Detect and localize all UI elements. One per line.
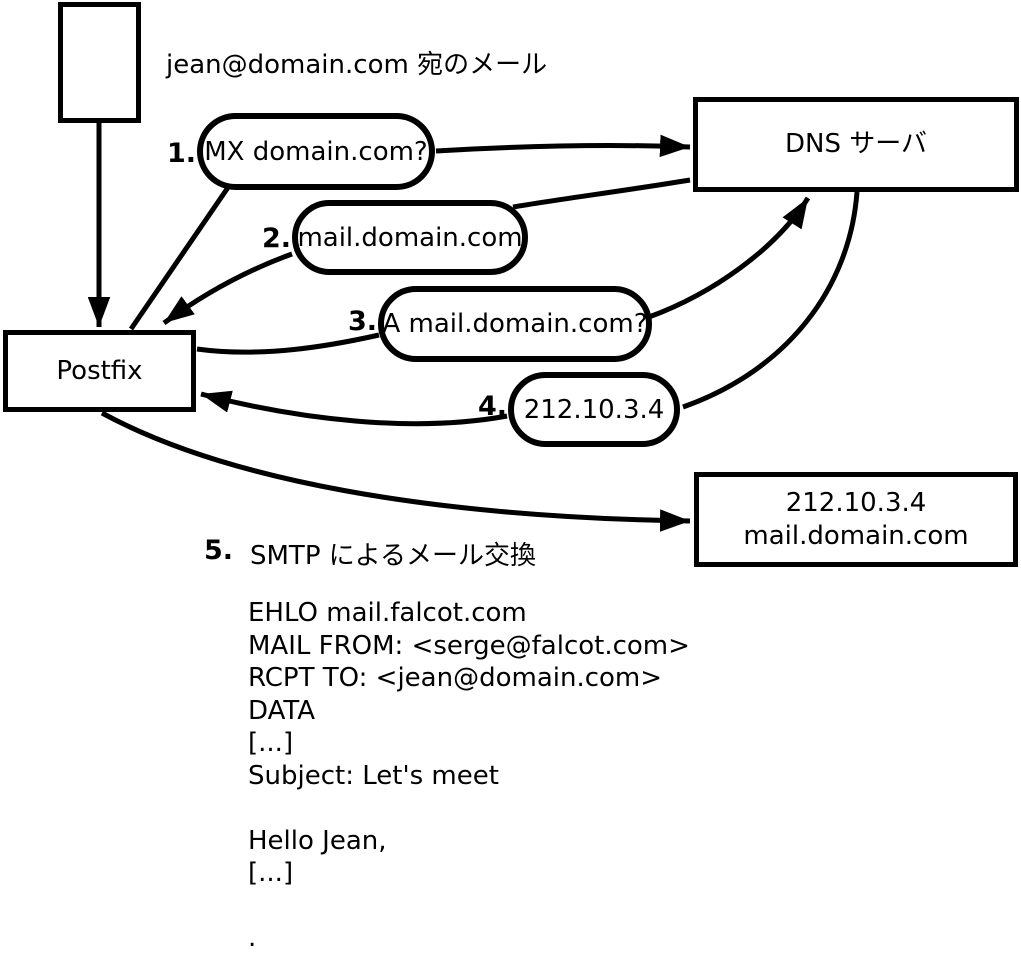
- arrow-bubble2-to-postfix: [162, 251, 293, 326]
- line-dns-to-bubble2: [512, 177, 691, 210]
- diagram-title: jean@domain.com 宛のメール: [166, 50, 548, 80]
- response-bubble-mailhost-label: mail.domain.com: [297, 222, 523, 253]
- step-number-2: 2.: [261, 223, 291, 254]
- mail-server-hostname: mail.domain.com: [743, 520, 969, 551]
- query-bubble-a-record: A mail.domain.com?: [378, 286, 652, 362]
- arrow-postfix-to-mailserver: [100, 410, 691, 532]
- query-bubble-mx: MX domain.com?: [197, 113, 435, 190]
- dns-server-label: DNS サーバ: [785, 129, 927, 159]
- incoming-mail-icon: [58, 2, 141, 123]
- response-bubble-mailhost: mail.domain.com: [292, 200, 528, 275]
- dns-server-box: DNS サーバ: [693, 97, 1019, 192]
- connector-lines: [87, 123, 860, 532]
- arrow-bubble1-to-dns: [435, 134, 691, 158]
- step-number-5: 5.: [203, 535, 233, 566]
- line-dns-to-bubble4: [682, 191, 860, 410]
- query-bubble-a-record-label: A mail.domain.com?: [382, 309, 648, 339]
- postfix-box: Postfix: [3, 330, 196, 412]
- step-number-1: 1.: [166, 138, 196, 169]
- response-bubble-ip: 212.10.3.4: [508, 372, 680, 447]
- mail-dns-diagram: { "diagram": { "title": "jean@domain.com…: [3, 2, 1019, 953]
- postfix-label: Postfix: [56, 355, 143, 386]
- smtp-transcript: EHLO mail.falcot.com MAIL FROM: <serge@f…: [248, 598, 690, 953]
- line-postfix-to-bubble3: [196, 332, 380, 355]
- response-bubble-ip-label: 212.10.3.4: [523, 394, 665, 425]
- step-number-4: 4.: [477, 391, 507, 422]
- smtp-exchange-label: SMTP によるメール交換: [250, 541, 536, 571]
- mail-server-box: 212.10.3.4 mail.domain.com: [694, 472, 1018, 567]
- query-bubble-mx-label: MX domain.com?: [204, 136, 428, 167]
- arrow-bubble3-to-dns: [648, 196, 811, 320]
- mail-server-ip: 212.10.3.4: [785, 487, 927, 518]
- arrow-bubble4-to-postfix: [200, 390, 508, 427]
- step-number-3: 3.: [347, 306, 377, 337]
- line-postfix-to-bubble1: [128, 184, 232, 331]
